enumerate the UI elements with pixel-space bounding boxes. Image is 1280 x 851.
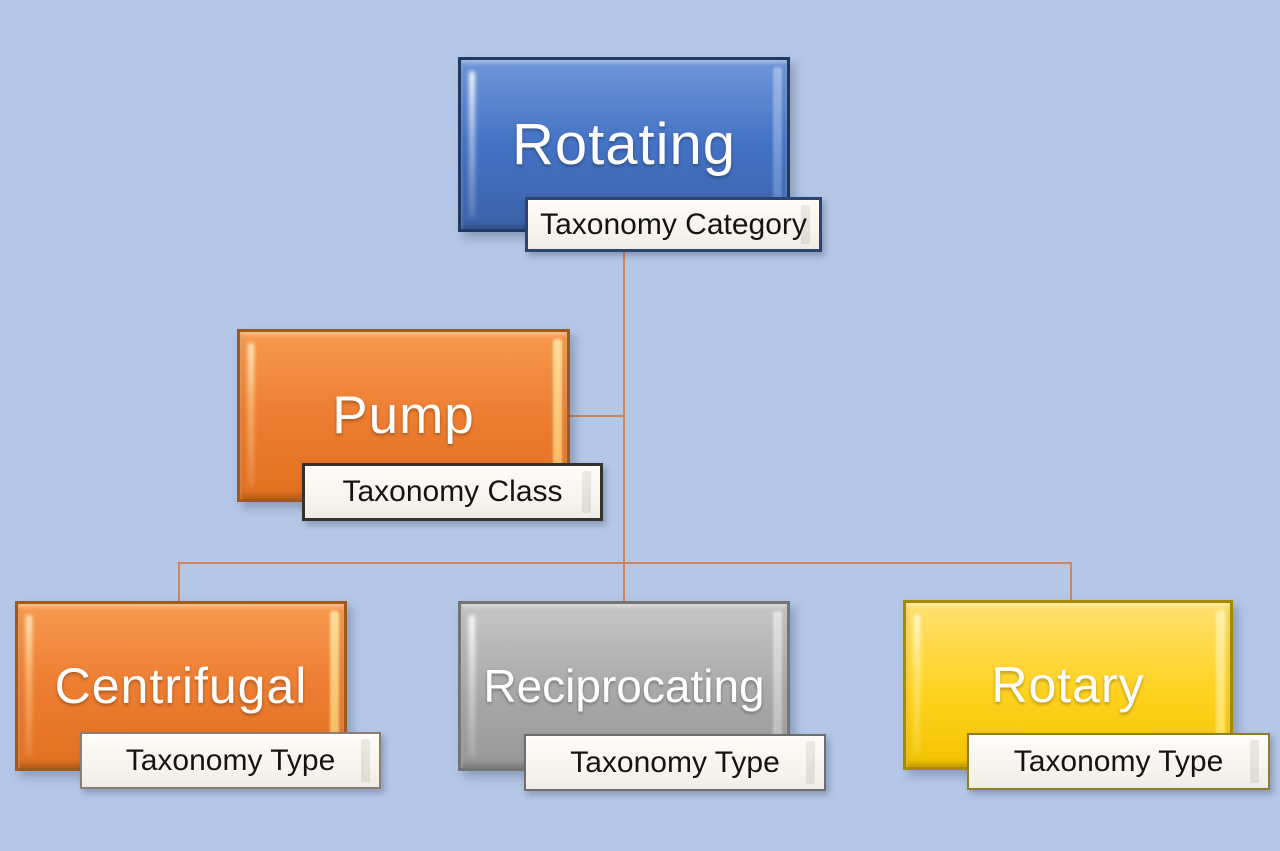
tag-taxonomy-class-label: Taxonomy Class <box>342 475 563 508</box>
tag-taxonomy-type-reciprocating-label: Taxonomy Type <box>570 745 780 779</box>
connector-drop-rotary <box>1070 562 1072 601</box>
tag-taxonomy-class: Taxonomy Class <box>302 463 603 521</box>
tag-taxonomy-category-label: Taxonomy Category <box>540 207 807 241</box>
tag-taxonomy-type-centrifugal-label: Taxonomy Type <box>125 743 336 777</box>
connector-pump-branch <box>570 415 624 417</box>
node-centrifugal-label: Centrifugal <box>54 658 308 714</box>
tag-taxonomy-type-reciprocating: Taxonomy Type <box>524 734 826 791</box>
node-rotating-label: Rotating <box>511 112 737 177</box>
tag-taxonomy-type-centrifugal: Taxonomy Type <box>80 732 381 789</box>
node-rotary-label: Rotary <box>991 657 1145 713</box>
connector-drop-centrifugal <box>178 562 180 602</box>
tag-taxonomy-type-rotary: Taxonomy Type <box>967 733 1270 790</box>
node-reciprocating-label: Reciprocating <box>483 660 765 712</box>
connector-children-crossbar <box>178 562 1072 564</box>
connector-rotating-to-children <box>623 252 625 601</box>
tag-taxonomy-type-rotary-label: Taxonomy Type <box>1013 744 1224 778</box>
node-pump-label: Pump <box>332 386 475 445</box>
tag-taxonomy-category: Taxonomy Category <box>525 197 822 252</box>
